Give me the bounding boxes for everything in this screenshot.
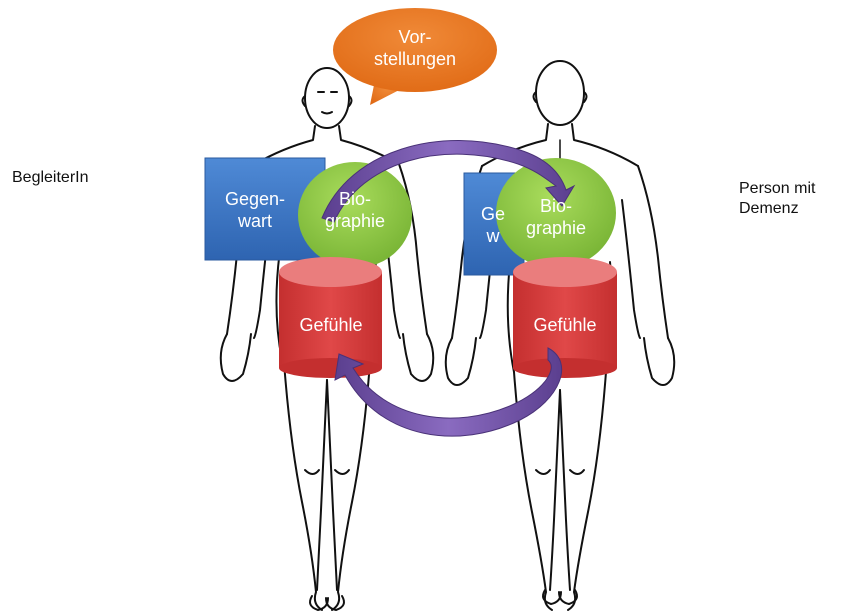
left-person-label: BegleiterIn — [12, 168, 89, 188]
left-biography-line1: Bio- — [315, 188, 395, 210]
right-biography-line2: graphie — [516, 217, 596, 239]
right-present-line2: w — [478, 225, 508, 247]
right-present-line1: Ge — [478, 203, 508, 225]
bubble-label: Vor- stellungen — [335, 26, 495, 70]
left-present-line1: Gegen- — [215, 188, 295, 210]
right-feelings-label: Gefühle — [515, 314, 615, 336]
left-present-line2: wart — [215, 210, 295, 232]
right-biography-label: Bio- graphie — [516, 195, 596, 239]
left-present-label: Gegen- wart — [215, 188, 295, 232]
bubble-label-line2: stellungen — [335, 48, 495, 70]
left-biography-label: Bio- graphie — [315, 188, 395, 232]
right-biography-line1: Bio- — [516, 195, 596, 217]
bubble-label-line1: Vor- — [335, 26, 495, 48]
right-person-label-text: Person mit Demenz — [739, 180, 815, 217]
left-biography-line2: graphie — [315, 210, 395, 232]
left-feelings-label: Gefühle — [281, 314, 381, 336]
right-person-label: Person mit Demenz — [739, 179, 839, 219]
right-present-label: Ge w — [478, 203, 508, 247]
